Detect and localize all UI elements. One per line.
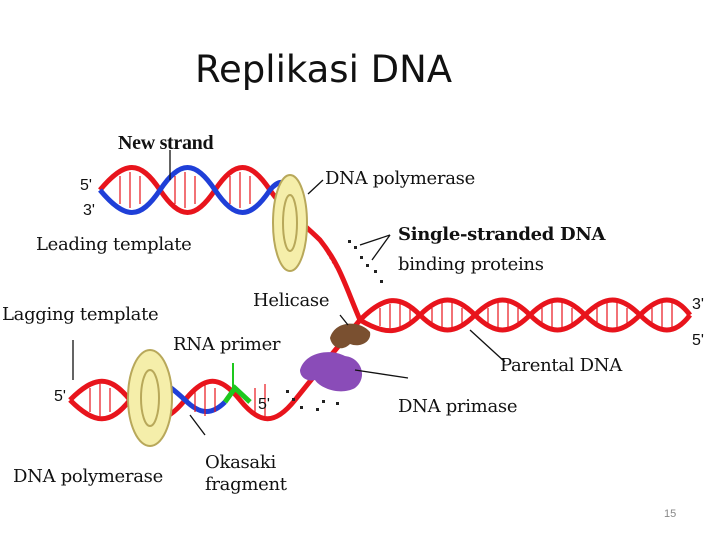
dna-polymerase-top-ring	[272, 174, 308, 272]
label-dna-polymerase-bottom: DNA polymerase	[13, 466, 163, 487]
slide-title: Replikasi DNA	[195, 48, 453, 91]
label-rna-primer: RNA primer	[173, 334, 281, 355]
label-helicase: Helicase	[253, 290, 330, 311]
diagram-graphics	[68, 150, 692, 447]
leading-strand-helix	[98, 165, 363, 321]
end-label-bottom-5: 5'	[54, 388, 66, 405]
label-binding-proteins: binding proteins	[398, 254, 544, 275]
label-new-strand: New strand	[118, 132, 214, 154]
dna-replication-diagram: New strand DNA polymerase Single-strande…	[0, 120, 720, 500]
helicase-shape	[330, 323, 371, 349]
dna-polymerase-bottom-ring	[127, 349, 173, 447]
dna-primase-shape	[300, 352, 363, 392]
label-parental-dna: Parental DNA	[500, 355, 622, 376]
end-label-right-5: 5'	[692, 332, 704, 349]
slide-number: 15	[664, 508, 677, 520]
end-label-primer-5: 5'	[258, 396, 270, 413]
label-okasaki: Okasaki	[205, 452, 276, 473]
parental-dna-helix	[358, 297, 692, 334]
label-leading-template: Leading template	[36, 234, 192, 255]
label-fragment: fragment	[205, 474, 287, 495]
label-lagging-template: Lagging template	[2, 304, 159, 325]
label-single-stranded-dna: Single-stranded DNA	[398, 224, 606, 245]
label-dna-polymerase-top: DNA polymerase	[325, 168, 475, 189]
end-label-right-3: 3'	[692, 296, 704, 313]
end-label-top-3: 3'	[83, 202, 95, 219]
label-dna-primase: DNA primase	[398, 396, 518, 417]
end-label-top-5: 5'	[80, 177, 92, 194]
binding-protein-dots	[286, 240, 383, 411]
